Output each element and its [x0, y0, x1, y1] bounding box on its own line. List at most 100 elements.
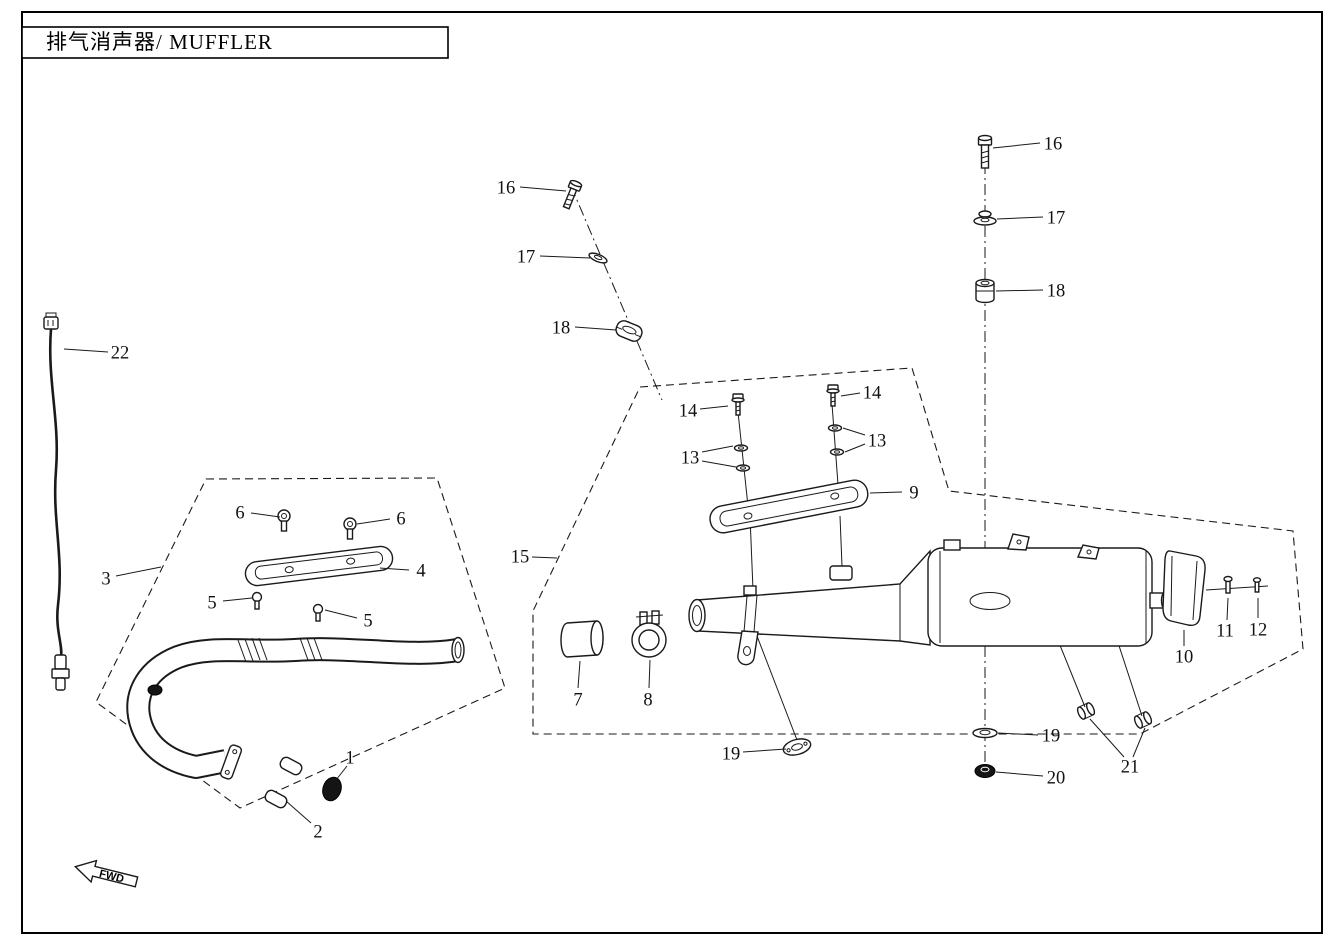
- hanger-bracket-b: [1076, 544, 1100, 560]
- callout-leader-17: [539, 255, 591, 259]
- sensor-boss: [147, 684, 163, 696]
- page-title: 排气消声器/ MUFFLER: [46, 30, 273, 54]
- callout-label-20: 20: [1047, 768, 1066, 788]
- pipe-flange: [219, 744, 243, 780]
- flange-19: [782, 738, 812, 756]
- callout-label-17: 17: [1047, 208, 1066, 228]
- group-outline-header-pipe: [95, 477, 506, 809]
- muffler-canister: [927, 547, 1153, 647]
- screw-12: [1252, 577, 1262, 593]
- washer-13d: [829, 448, 845, 456]
- screw-5a: [251, 591, 263, 610]
- spring-clamp-ticks-a: [237, 637, 268, 663]
- callout-leader-17: [996, 216, 1044, 220]
- gasket-ring-7: [560, 620, 604, 658]
- callout-label-5: 5: [363, 611, 372, 631]
- inlet-clamp: [743, 585, 758, 633]
- callout-leader-14: [840, 392, 861, 397]
- cone-clamp-block: [829, 565, 853, 581]
- callout-label-11: 11: [1216, 621, 1234, 641]
- callout-leader-14: [699, 405, 729, 410]
- callout-label-17: 17: [517, 247, 536, 267]
- bolt-align-line-a: [737, 411, 749, 507]
- callout-label-22: 22: [111, 343, 130, 363]
- bolt-6a: [277, 509, 291, 532]
- screw-5b: [312, 603, 324, 622]
- clamp-8: [631, 610, 667, 658]
- callout-leader-16: [519, 186, 567, 192]
- fwd-arrow: FWD: [73, 859, 139, 888]
- callout-leader-5: [324, 609, 358, 619]
- canister-port: [943, 539, 961, 551]
- nut-20: [974, 764, 996, 778]
- callout-leader-4: [379, 567, 410, 571]
- group-outline-muffler: [532, 367, 1304, 735]
- callout-label-15: 15: [511, 547, 530, 567]
- callout-leader-13: [701, 460, 737, 468]
- callout-label-6: 6: [235, 503, 244, 523]
- callout-label-1: 1: [345, 748, 354, 768]
- hanger-under-pipe: [737, 630, 759, 666]
- muffler-body: [688, 533, 1168, 666]
- callout-label-14: 14: [679, 401, 698, 421]
- callout-label-12: 12: [1249, 620, 1268, 640]
- washer-13a: [733, 444, 749, 452]
- end-cap-10: [1162, 550, 1206, 626]
- bolt-14b: [826, 384, 840, 407]
- gasket-2a: [279, 756, 303, 776]
- washer-17-rear: [973, 210, 997, 226]
- callout-label-9: 9: [909, 483, 918, 503]
- washer-19-rear: [972, 727, 998, 739]
- callout-label-16: 16: [497, 178, 516, 198]
- spring-clamp-ticks-b: [299, 637, 323, 661]
- callout-label-16: 16: [1044, 134, 1063, 154]
- callout-leader-19: [997, 732, 1039, 736]
- bolt-16-front: [562, 179, 583, 210]
- pipe-open-end: [451, 636, 465, 664]
- oxygen-sensor: [43, 312, 70, 691]
- callout-label-4: 4: [416, 561, 425, 581]
- callout-label-21: 21: [1121, 757, 1140, 777]
- bushing-18-rear: [975, 278, 995, 304]
- callout-leader-20: [995, 771, 1044, 777]
- callout-leader-21: [1089, 718, 1125, 758]
- callout-leader-2: [285, 800, 312, 824]
- callout-leader-6: [356, 518, 391, 525]
- callout-label-14: 14: [863, 383, 882, 403]
- callout-leader-8: [648, 659, 651, 689]
- callout-label-2: 2: [313, 822, 322, 842]
- washer-17-front: [588, 252, 608, 264]
- mount-18-front: [615, 320, 643, 342]
- spacer-21a: [1076, 702, 1096, 720]
- page-border: [21, 11, 1323, 934]
- screw-11: [1223, 575, 1233, 594]
- callout-leader-9: [869, 491, 903, 494]
- bolt-6b: [343, 517, 357, 540]
- callout-label-18: 18: [1047, 281, 1066, 301]
- fwd-label: FWD: [98, 868, 125, 886]
- callout-label-8: 8: [643, 690, 652, 710]
- spacer-21b: [1133, 711, 1153, 729]
- callout-label-3: 3: [101, 569, 110, 589]
- bolt-16-rear: [977, 134, 993, 169]
- callout-leader-5: [222, 597, 253, 602]
- callout-label-13: 13: [868, 431, 887, 451]
- callout-leader-13: [844, 443, 866, 453]
- callout-leader-22: [63, 348, 109, 353]
- callout-leader-13: [842, 427, 866, 436]
- callout-leader-21: [1132, 727, 1146, 758]
- callout-label-19: 19: [722, 744, 741, 764]
- callout-leader-18: [574, 326, 617, 331]
- gasket-2b: [264, 789, 288, 809]
- inlet-open-end: [688, 598, 706, 633]
- axis-line-front-mount: [570, 185, 663, 401]
- callout-label-13: 13: [681, 448, 700, 468]
- callout-leader-7: [577, 660, 581, 689]
- heat-shield-front: [244, 545, 394, 587]
- callout-leader-6: [250, 512, 281, 518]
- bolt-align-line-a3: [756, 635, 798, 741]
- bolt-14a: [731, 393, 745, 416]
